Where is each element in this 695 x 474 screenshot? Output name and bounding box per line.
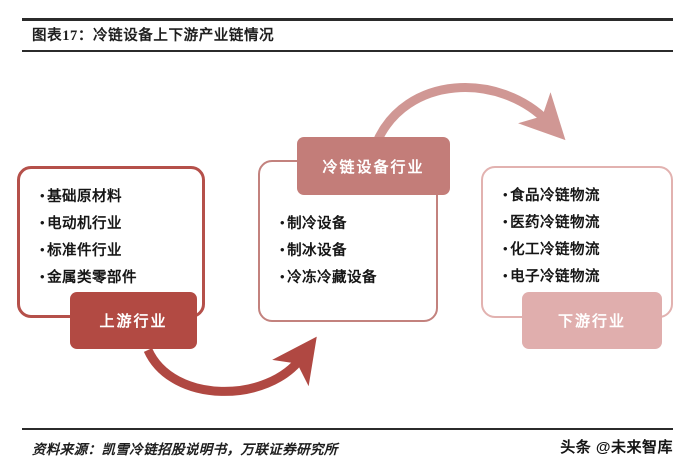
list-item: 医药冷链物流 (503, 209, 663, 236)
list-item: 基础原材料 (40, 183, 194, 210)
list-item: 食品冷链物流 (503, 182, 663, 209)
header-rule-bottom (22, 50, 673, 52)
list-item: 制冷设备 (280, 210, 428, 237)
list-item: 标准件行业 (40, 237, 194, 264)
upstream-item-list: 基础原材料 电动机行业 标准件行业 金属类零部件 (40, 183, 194, 291)
arrow-midstream-to-downstream (371, 83, 566, 146)
arrow-upstream-to-midstream (143, 336, 317, 396)
downstream-label-text: 下游行业 (557, 314, 626, 330)
downstream-label-chip: 下游行业 (522, 292, 662, 349)
list-item: 冷冻冷藏设备 (280, 264, 428, 291)
midstream-item-list: 制冷设备 制冰设备 冷冻冷藏设备 (280, 210, 428, 291)
list-item: 电动机行业 (40, 210, 194, 237)
watermark-label: 头条 @未来智库 (560, 439, 673, 456)
upstream-label-chip: 上游行业 (70, 292, 197, 349)
list-item: 电子冷链物流 (503, 263, 663, 290)
upstream-label-text: 上游行业 (99, 314, 168, 330)
midstream-label-text: 冷链设备行业 (322, 159, 425, 176)
page-title: 图表17：冷链设备上下游产业链情况 (32, 28, 275, 44)
header-rule-top (22, 18, 673, 21)
footer-rule (22, 428, 673, 430)
list-item: 制冰设备 (280, 237, 428, 264)
midstream-label-chip: 冷链设备行业 (297, 137, 450, 195)
list-item: 金属类零部件 (40, 264, 194, 291)
list-item: 化工冷链物流 (503, 236, 663, 263)
supply-chain-diagram: 基础原材料 电动机行业 标准件行业 金属类零部件 上游行业 制冷设备 制冰设备 … (0, 52, 695, 428)
downstream-item-list: 食品冷链物流 医药冷链物流 化工冷链物流 电子冷链物流 (503, 182, 663, 290)
source-note: 资料来源：凯雪冷链招股说明书，万联证券研究所 (32, 442, 338, 457)
